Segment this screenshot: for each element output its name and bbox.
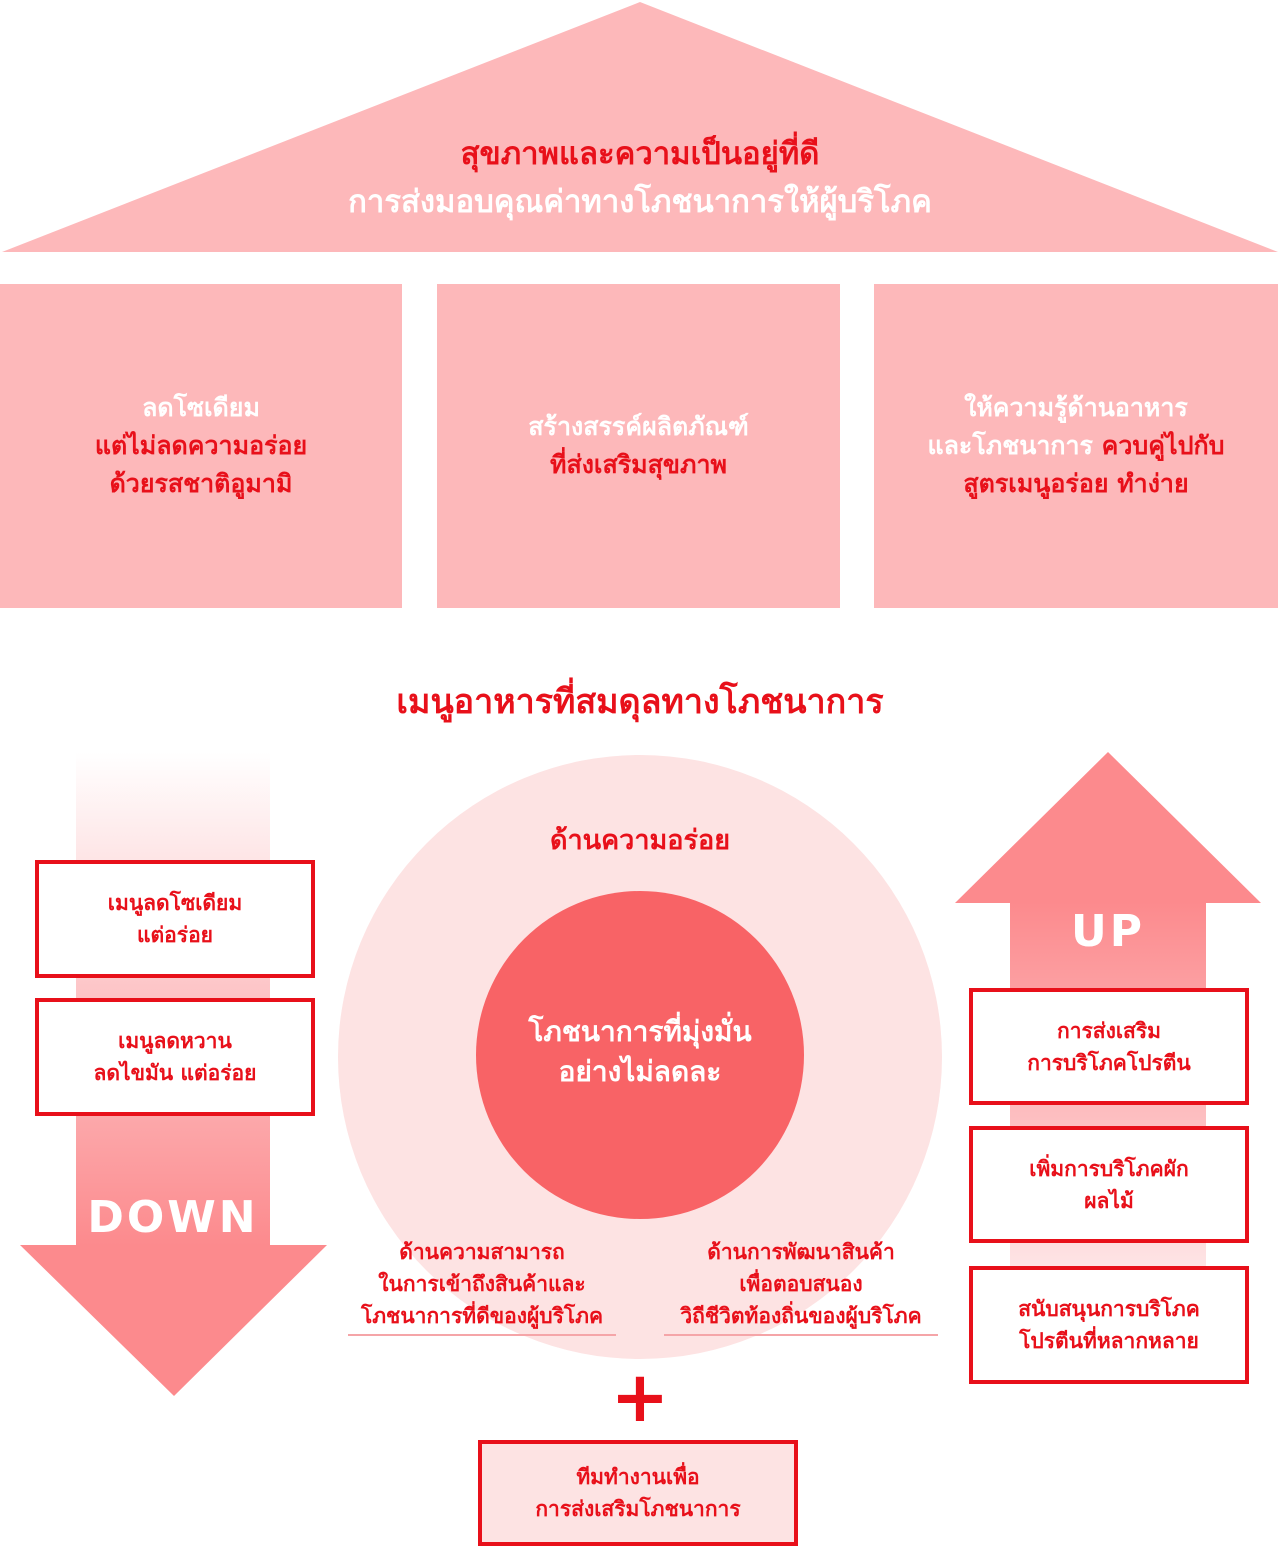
- down-item-sodium-line1: เมนูลดโซเดียม: [107, 891, 243, 915]
- aspect-product-development-line2: เพื่อตอบสนอง: [739, 1272, 863, 1296]
- aspect-product-development-line1: ด้านการพัฒนาสินค้า: [707, 1240, 895, 1264]
- circle-inner-text: โภชนาการที่มุ่งมั่น อย่างไม่ลดละ: [476, 1012, 804, 1092]
- aspect-accessibility: ด้านความสามารถ ในการเข้าถึงสินค้าและ โภช…: [348, 1236, 616, 1336]
- pillar-education-line2a: และโภชนาการ: [927, 431, 1102, 460]
- team-box-line1: ทีมทำงานเพื่อ: [576, 1465, 700, 1489]
- roof-title: สุขภาพและความเป็นอยู่ที่ดี: [460, 136, 820, 172]
- up-item-protein: การส่งเสริม การบริโภคโปรตีน: [969, 988, 1249, 1105]
- inner-circle: [476, 891, 804, 1219]
- plus-icon: +: [610, 1356, 670, 1438]
- down-item-sodium-line2: แต่อร่อย: [137, 923, 213, 947]
- team-box-line2: การส่งเสริมโภชนาการ: [535, 1497, 741, 1521]
- pillar-sodium-line2: แต่ไม่ลดความอร่อย: [94, 431, 308, 460]
- team-box: ทีมทำงานเพื่อ การส่งเสริมโภชนาการ: [478, 1440, 798, 1546]
- circle-inner-line1: โภชนาการที่มุ่งมั่น: [528, 1015, 752, 1048]
- section-title: เมนูอาหารที่สมดุลทางโภชนาการ: [396, 682, 884, 722]
- pillar-education-line3: สูตรเมนูอร่อย ทำง่าย: [963, 469, 1189, 498]
- up-item-vegetables-line2: ผลไม้: [1084, 1188, 1134, 1213]
- aspect-accessibility-line2: ในการเข้าถึงสินค้าและ: [378, 1272, 586, 1296]
- roof-subtitle: การส่งมอบคุณค่าทางโภชนาการให้ผู้บริโภค: [348, 184, 932, 220]
- circle-outer-label: ด้านความอร่อย: [549, 825, 731, 856]
- pillar-education-line2b: ควบคู่ไปกับ: [1101, 431, 1225, 460]
- down-arrow-head: [20, 1245, 327, 1396]
- up-item-protein-line1: การส่งเสริม: [1057, 1018, 1161, 1043]
- up-item-vegetables: เพิ่มการบริโภคผัก ผลไม้: [969, 1126, 1249, 1243]
- aspect-accessibility-line1: ด้านความสามารถ: [399, 1240, 565, 1264]
- pillar-products-line2: ที่ส่งเสริมสุขภาพ: [549, 450, 727, 479]
- pillar-sodium-line3: ด้วยรสชาติอูมามิ: [109, 469, 293, 498]
- aspect-accessibility-line3: โภชนาการที่ดีของผู้บริโภค: [360, 1304, 604, 1328]
- pillar-sodium-line1: ลดโซเดียม: [142, 393, 260, 422]
- pillar-sodium: ลดโซเดียม แต่ไม่ลดความอร่อย ด้วยรสชาติอู…: [0, 284, 402, 608]
- pillar-education-line1: ให้ความรู้ด้านอาหาร: [964, 393, 1188, 422]
- down-item-sodium: เมนูลดโซเดียม แต่อร่อย: [35, 860, 315, 978]
- down-item-sugar-fat-line1: เมนูลดหวาน: [118, 1029, 232, 1053]
- down-item-sugar-fat: เมนูลดหวาน ลดไขมัน แต่อร่อย: [35, 998, 315, 1116]
- down-item-sugar-fat-line2: ลดไขมัน แต่อร่อย: [93, 1061, 257, 1085]
- up-item-diverse-protein: สนับสนุนการบริโภค โปรตีนที่หลากหลาย: [969, 1266, 1249, 1384]
- pillar-products: สร้างสรรค์ผลิตภัณฑ์ ที่ส่งเสริมสุขภาพ: [437, 284, 840, 608]
- aspect-product-development: ด้านการพัฒนาสินค้า เพื่อตอบสนอง วิถีชีวิ…: [664, 1236, 938, 1336]
- up-arrow-head: [955, 752, 1261, 903]
- down-label: DOWN: [87, 1192, 259, 1243]
- pillar-education: ให้ความรู้ด้านอาหาร และโภชนาการ ควบคู่ไป…: [874, 284, 1278, 608]
- up-item-protein-line2: การบริโภคโปรตีน: [1027, 1050, 1191, 1075]
- up-item-diverse-protein-line1: สนับสนุนการบริโภค: [1018, 1297, 1200, 1321]
- aspect-product-development-line3: วิถีชีวิตท้องถิ่นของผู้บริโภค: [680, 1304, 922, 1328]
- up-item-diverse-protein-line2: โปรตีนที่หลากหลาย: [1019, 1329, 1199, 1353]
- up-item-vegetables-line1: เพิ่มการบริโภคผัก: [1029, 1156, 1189, 1181]
- circle-inner-line2: อย่างไม่ลดละ: [558, 1055, 722, 1088]
- roof-shape: [2, 2, 1278, 252]
- pillar-products-line1: สร้างสรรค์ผลิตภัณฑ์: [528, 412, 749, 441]
- up-label: UP: [1071, 906, 1145, 957]
